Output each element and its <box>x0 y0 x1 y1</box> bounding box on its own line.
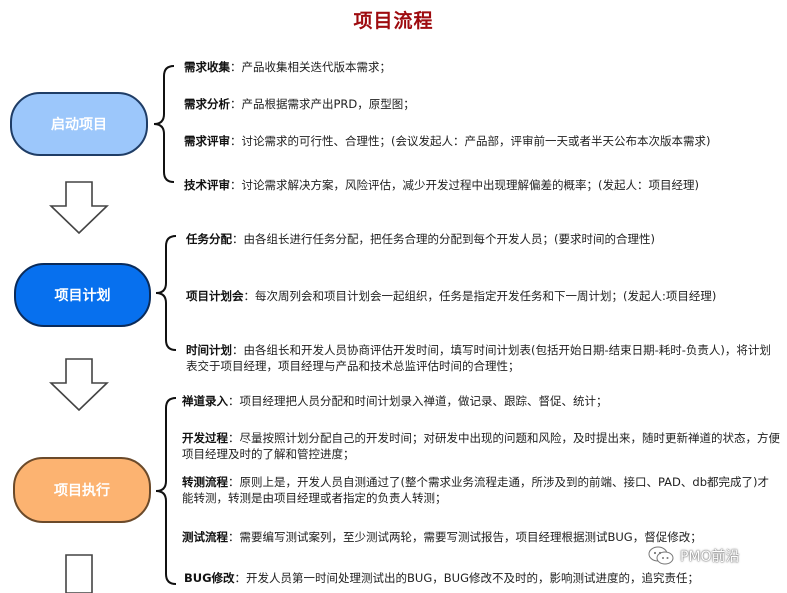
item-term: 任务分配 <box>186 232 232 246</box>
item-test-process: 测试流程：需要编写测试案列，至少测试两轮，需要写测试报告，项目经理根据测试BUG… <box>182 529 780 545</box>
item-text: ：讨论需求解决方案，风险评估，减少开发过程中出现理解偏差的概率；(发起人：项目经… <box>230 178 699 192</box>
item-text: ：每次周列会和项目计划会一起组织，任务是指定开发任务和下一周计划；(发起人:项目… <box>243 289 717 303</box>
stage-project-plan: 项目计划 <box>14 263 151 327</box>
item-term: 转测流程 <box>182 475 228 489</box>
down-arrow-3 <box>65 554 93 593</box>
brace-execution <box>155 397 177 585</box>
item-requirement-collection: 需求收集：产品收集相关迭代版本需求； <box>184 59 774 75</box>
page-title: 项目流程 <box>353 10 434 32</box>
down-arrow-1 <box>49 181 109 235</box>
item-development-process: 开发过程：尽量按照计划分配自己的开发时间；对研发中出现的问题和风险，及时提出来，… <box>182 430 780 462</box>
item-term: 需求分析 <box>184 97 230 111</box>
item-bug-fix: BUG修改：开发人员第一时间处理测试出的BUG，BUG修改不及时的，影响测试进度… <box>184 570 782 586</box>
item-term: 技术评审 <box>184 178 230 192</box>
item-term: 项目计划会 <box>186 289 244 303</box>
item-technical-review: 技术评审：讨论需求解决方案，风险评估，减少开发过程中出现理解偏差的概率；(发起人… <box>184 177 784 193</box>
item-project-plan-meeting: 项目计划会：每次周列会和项目计划会一起组织，任务是指定开发任务和下一周计划；(发… <box>186 288 786 304</box>
brace-plan <box>155 235 177 351</box>
item-term: 需求评审 <box>184 134 230 148</box>
item-time-plan: 时间计划：由各组长和开发人员协商评估开发时间，填写时间计划表(包括开始日期-结束… <box>186 342 778 374</box>
item-term: BUG修改 <box>184 571 235 585</box>
item-requirement-analysis: 需求分析：产品根据需求产出PRD，原型图； <box>184 96 774 112</box>
item-term: 测试流程 <box>182 530 228 544</box>
item-text: ：需要编写测试案列，至少测试两轮，需要写测试报告，项目经理根据测试BUG，督促修… <box>228 530 702 544</box>
item-text: ：讨论需求的可行性、合理性；(会议发起人：产品部，评审前一天或者半天公布本次版本… <box>230 134 711 148</box>
down-arrow-2 <box>49 358 109 412</box>
item-text: ：由各组长和开发人员协商评估开发时间，填写时间计划表(包括开始日期-结束日期-耗… <box>186 343 771 373</box>
item-term: 禅道录入 <box>182 394 228 408</box>
item-zentao-entry: 禅道录入：项目经理把人员分配和时间计划录入禅道，做记录、跟踪、督促、统计； <box>182 393 777 409</box>
item-handover-to-test: 转测流程：原则上是，开发人员自测通过了(整个需求业务流程走通，所涉及到的前端、接… <box>182 474 780 506</box>
stage-start-project: 启动项目 <box>10 92 148 156</box>
item-task-assignment: 任务分配：由各组长进行任务分配，把任务合理的分配到每个开发人员；(要求时间的合理… <box>186 231 781 247</box>
item-term: 需求收集 <box>184 60 230 74</box>
item-term: 时间计划 <box>186 343 232 357</box>
item-text: ：产品收集相关迭代版本需求； <box>230 60 391 74</box>
watermark: PMO前沿 <box>648 546 740 566</box>
wechat-icon <box>648 546 674 565</box>
item-text: ：开发人员第一时间处理测试出的BUG，BUG修改不及时的，影响测试进度的，追究责… <box>234 571 699 585</box>
item-term: 开发过程 <box>182 431 228 445</box>
item-text: ：尽量按照计划分配自己的开发时间；对研发中出现的问题和风险，及时提出来，随时更新… <box>182 431 780 461</box>
item-text: ：产品根据需求产出PRD，原型图； <box>230 97 415 111</box>
item-text: ：原则上是，开发人员自测通过了(整个需求业务流程走通，所涉及到的前端、接口、PA… <box>182 475 769 505</box>
item-text: ：项目经理把人员分配和时间计划录入禅道，做记录、跟踪、督促、统计； <box>228 394 608 408</box>
item-requirement-review: 需求评审：讨论需求的可行性、合理性；(会议发起人：产品部，评审前一天或者半天公布… <box>184 133 774 149</box>
watermark-text: PMO前沿 <box>680 549 740 565</box>
item-text: ：由各组长进行任务分配，把任务合理的分配到每个开发人员；(要求时间的合理性) <box>232 232 655 246</box>
brace-start <box>153 65 175 183</box>
stage-project-execution: 项目执行 <box>13 457 151 523</box>
